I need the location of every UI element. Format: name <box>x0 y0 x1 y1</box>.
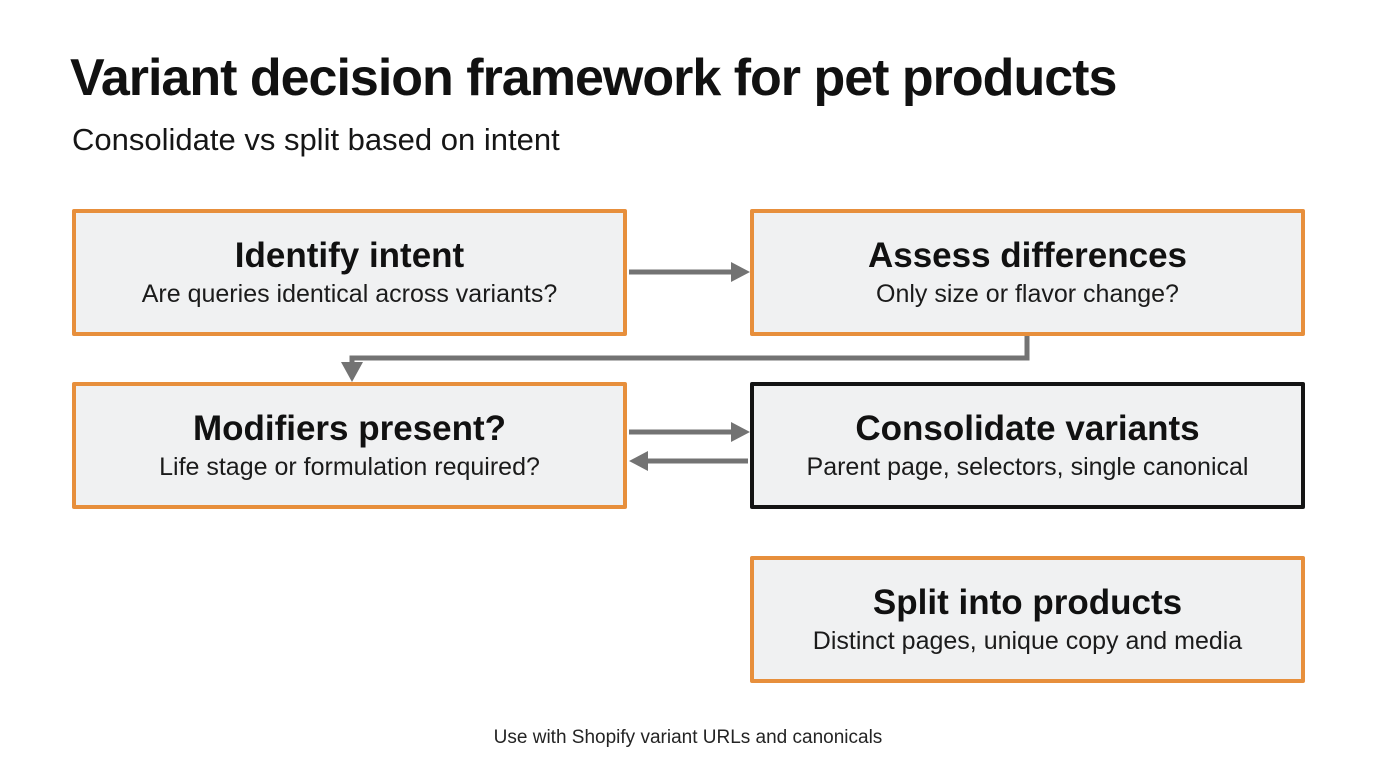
box-split-into-products: Split into products Distinct pages, uniq… <box>750 556 1305 683</box>
box-title: Identify intent <box>234 235 465 275</box>
box-assess-differences: Assess differences Only size or flavor c… <box>750 209 1305 336</box>
box-subtitle: Are queries identical across variants? <box>141 280 558 309</box>
box-subtitle: Distinct pages, unique copy and media <box>812 627 1243 656</box>
box-identify-intent: Identify intent Are queries identical ac… <box>72 209 627 336</box>
box-subtitle: Life stage or formulation required? <box>159 453 540 482</box>
box-title: Modifiers present? <box>192 408 507 448</box>
box-consolidate-variants: Consolidate variants Parent page, select… <box>750 382 1305 509</box>
box-title: Consolidate variants <box>855 408 1200 448</box>
connector-identify-to-assess <box>629 262 750 282</box>
box-subtitle: Only size or flavor change? <box>876 280 1179 309</box>
box-title: Split into products <box>872 582 1183 622</box>
footer-note: Use with Shopify variant URLs and canoni… <box>493 727 883 748</box>
connector-consolidate-to-modifiers <box>629 451 748 471</box>
connector-modifiers-to-consolidate <box>629 422 750 442</box>
page-title: Variant decision framework for pet produ… <box>70 49 1117 107</box>
box-title: Assess differences <box>867 235 1188 275</box>
page-subtitle: Consolidate vs split based on intent <box>72 122 560 157</box>
box-subtitle: Parent page, selectors, single canonical <box>806 453 1249 482</box>
connector-assess-to-modifiers <box>341 336 1030 382</box>
box-modifiers-present: Modifiers present? Life stage or formula… <box>72 382 627 509</box>
